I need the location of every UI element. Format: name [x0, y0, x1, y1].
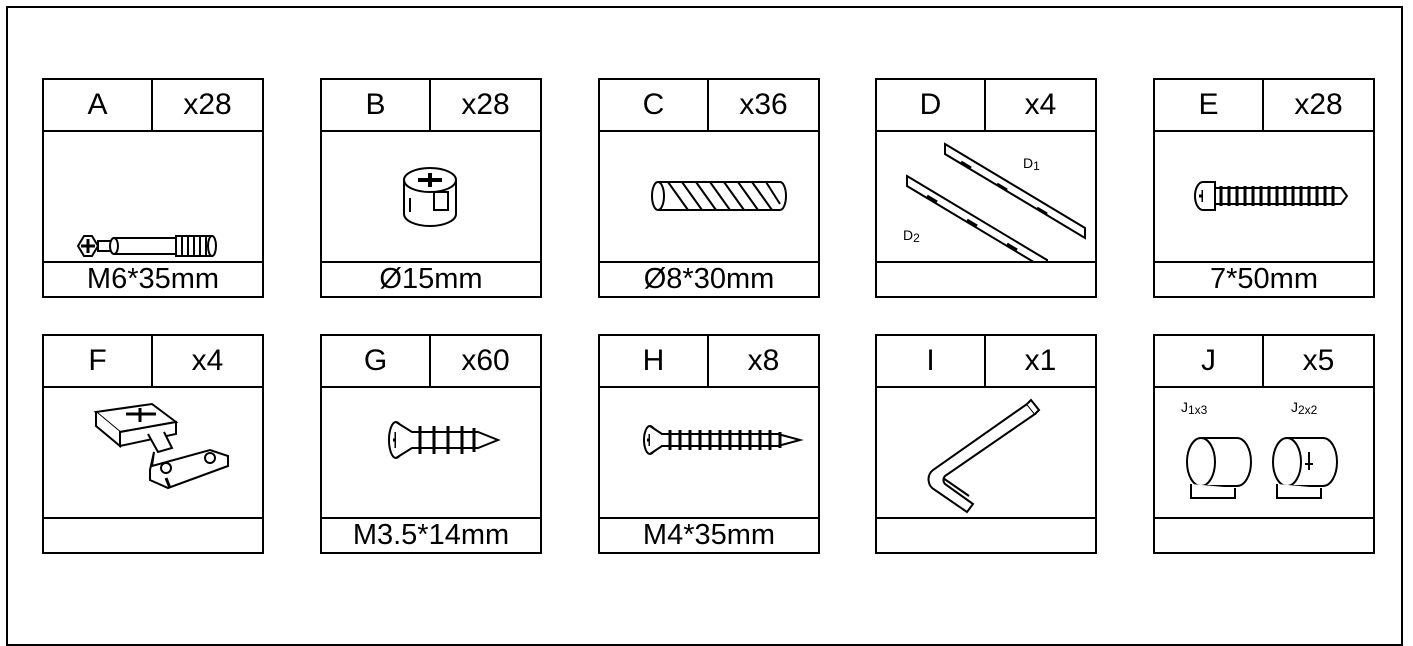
part-size: M3.5*14mm	[352, 519, 510, 551]
part-letter: E	[1155, 80, 1264, 130]
long-screw-icon	[643, 425, 804, 455]
part-quantity: x28	[183, 88, 232, 121]
part-quantity: x8	[747, 344, 780, 377]
part-size	[1155, 519, 1373, 552]
slide-label-d2: D2	[903, 227, 920, 245]
part-quantity: x4	[1024, 88, 1057, 121]
part-size: M4*35mm	[642, 519, 776, 551]
cam-bolt-icon	[76, 235, 217, 257]
wooden-dowel-icon	[651, 181, 787, 211]
part-size	[877, 263, 1095, 296]
part-size: 7*50mm	[1210, 263, 1318, 295]
hinge-icon	[93, 402, 229, 490]
part-size: Ø15mm	[379, 263, 483, 295]
part-size: Ø8*30mm	[643, 263, 775, 295]
part-quantity: x28	[1294, 88, 1343, 121]
part-quantity: x4	[191, 344, 224, 377]
part-size: M6*35mm	[86, 263, 220, 295]
pipe-clamp-icon: J1x3 J2x2	[1181, 399, 1338, 499]
part-letter: I	[877, 336, 986, 386]
part-size	[877, 519, 1095, 552]
cam-lock-icon	[403, 167, 457, 227]
part-letter: H	[600, 336, 709, 386]
part-quantity: x5	[1302, 344, 1335, 377]
part-quantity: x60	[461, 344, 510, 377]
confirmat-screw-icon	[1194, 181, 1349, 211]
part-letter: A	[44, 80, 153, 130]
part-letter: C	[600, 80, 709, 130]
part-letter: G	[322, 336, 431, 386]
part-quantity: x28	[461, 88, 510, 121]
hex-key-icon	[927, 398, 1041, 514]
part-letter: F	[44, 336, 153, 386]
drawer-slide-icon: D1 D2	[903, 142, 1086, 261]
part-quantity: x36	[739, 88, 788, 121]
part-size	[44, 519, 262, 552]
clamp-label-j1: J1x3	[1181, 399, 1208, 417]
part-letter: J	[1155, 336, 1264, 386]
part-letter: D	[877, 80, 986, 130]
part-quantity: x1	[1024, 344, 1057, 377]
short-screw-icon	[388, 421, 501, 459]
clamp-label-j2: J2x2	[1291, 399, 1318, 417]
part-letter: B	[322, 80, 431, 130]
slide-label-d1: D1	[1023, 155, 1040, 173]
